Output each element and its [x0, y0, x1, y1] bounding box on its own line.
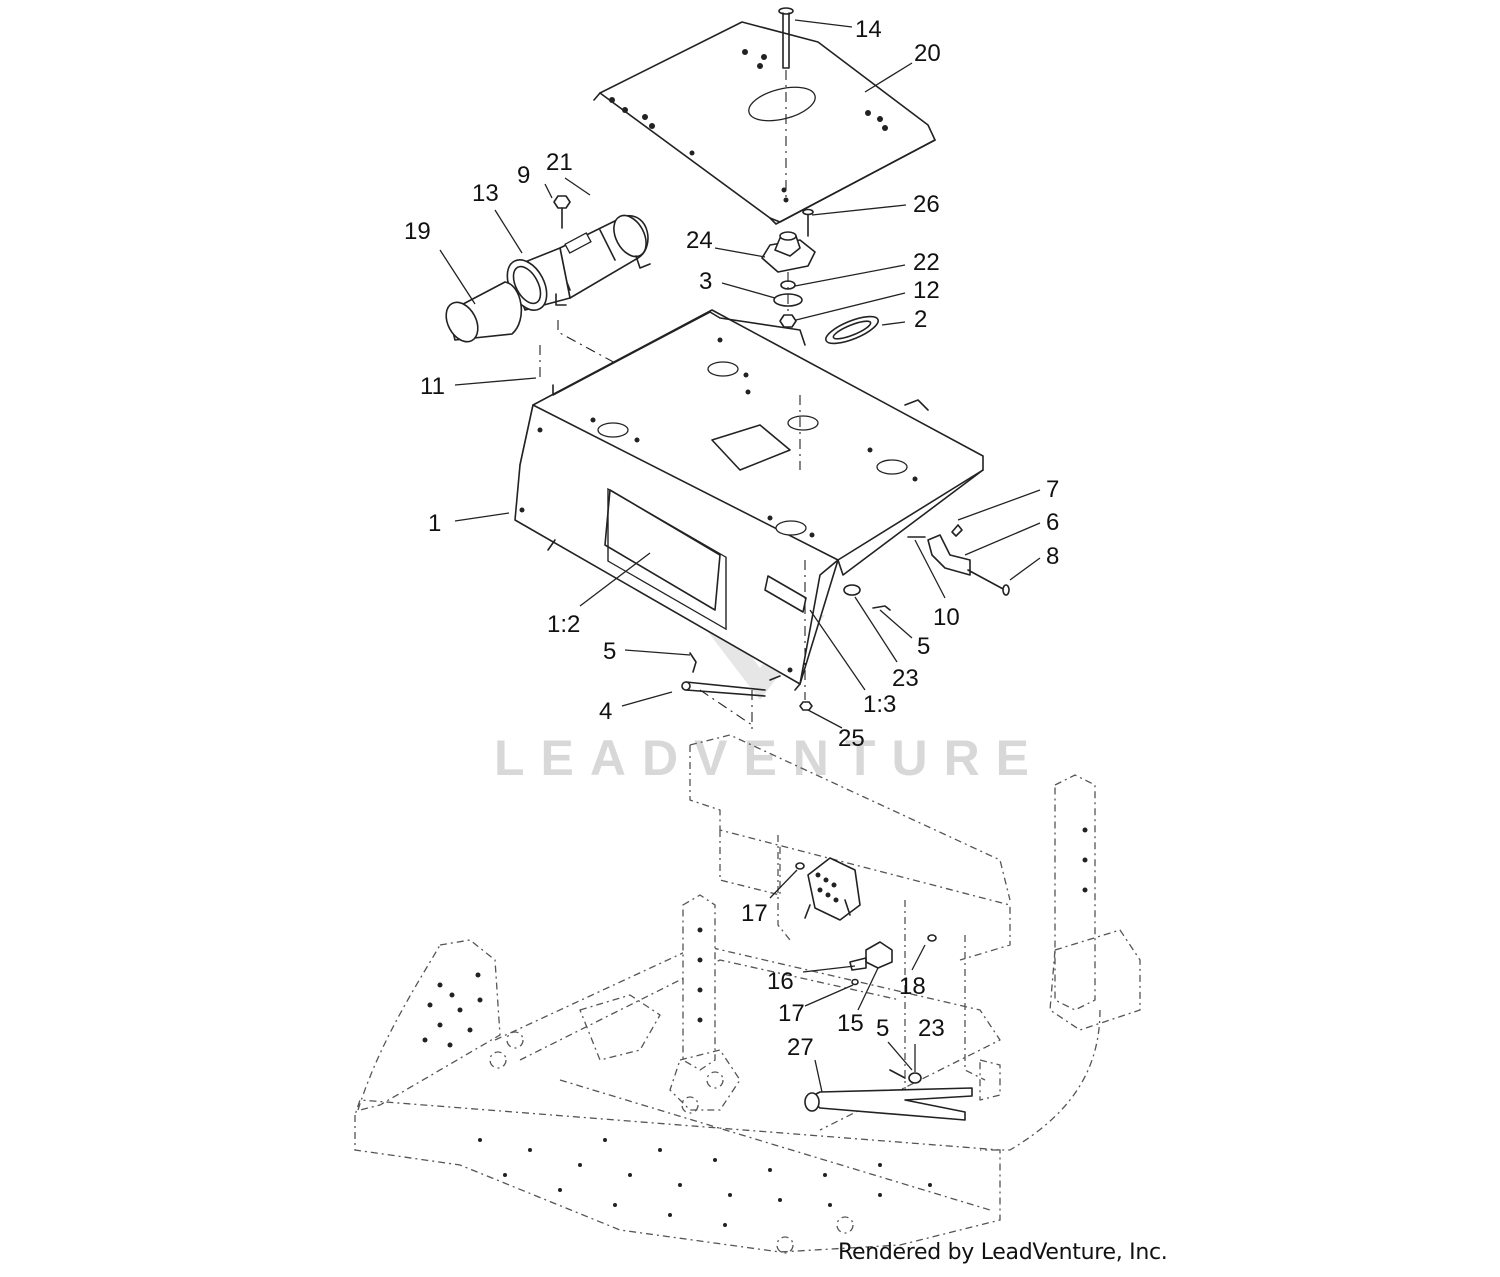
latch-assembly	[843, 524, 1010, 611]
callout-22: 22	[913, 249, 940, 276]
seat-plate	[593, 21, 936, 225]
callout-7: 7	[1046, 476, 1059, 503]
callout-1: 1	[428, 510, 441, 537]
callout-4: 4	[599, 698, 612, 725]
frame	[354, 734, 1141, 1254]
pin-4	[681, 652, 766, 730]
shock-mount	[761, 208, 816, 328]
leader-lines	[439, 19, 1041, 1093]
callout-3: 3	[699, 268, 712, 295]
callout-16: 16	[767, 968, 794, 995]
callout-8: 8	[1046, 543, 1059, 570]
callout-1-2: 1:2	[547, 611, 580, 638]
callouts: 14 20 21 9 13 19 26 24 22 3 12 2 11 1 7 …	[404, 16, 1059, 1061]
callout-9: 9	[517, 162, 530, 189]
nut-25	[799, 701, 813, 711]
footer-credit: Rendered by LeadVenture, Inc.	[838, 1240, 1168, 1265]
callout-10: 10	[933, 604, 960, 631]
callout-15: 15	[837, 1010, 864, 1037]
callout-1-3: 1:3	[863, 691, 896, 718]
callout-12: 12	[913, 277, 940, 304]
callout-17-a: 17	[741, 900, 768, 927]
callout-26: 26	[913, 191, 940, 218]
callout-13: 13	[472, 180, 499, 207]
rod-27	[804, 1069, 973, 1121]
callout-23-b: 23	[918, 1015, 945, 1042]
callout-24: 24	[686, 227, 713, 254]
callout-20: 20	[914, 40, 941, 67]
callout-18: 18	[899, 973, 926, 1000]
seat-pan	[514, 309, 984, 700]
callout-17-b: 17	[778, 1000, 805, 1027]
watermark-text: LEADVENTURE	[494, 730, 1045, 786]
callout-11: 11	[420, 373, 445, 400]
callout-5-c: 5	[876, 1015, 889, 1042]
grommet-2	[825, 315, 879, 345]
callout-23-a: 23	[892, 665, 919, 692]
switch-assembly	[795, 857, 937, 986]
callout-6: 6	[1046, 509, 1059, 536]
callout-14: 14	[855, 16, 882, 43]
callout-5-b: 5	[917, 633, 930, 660]
callout-25: 25	[838, 725, 865, 752]
frame-hole-pattern	[422, 827, 1088, 1227]
callout-2: 2	[914, 306, 927, 333]
callout-5-a: 5	[603, 638, 616, 665]
tube-assembly	[445, 195, 651, 390]
bolt-14	[778, 7, 794, 69]
callout-21: 21	[546, 149, 573, 176]
callout-19: 19	[404, 218, 431, 245]
callout-27: 27	[787, 1034, 814, 1061]
